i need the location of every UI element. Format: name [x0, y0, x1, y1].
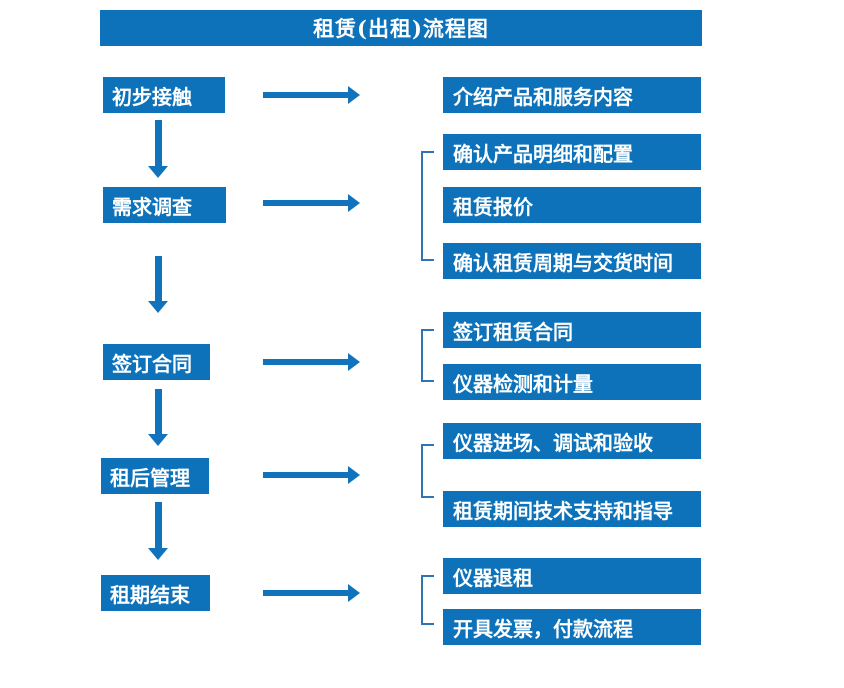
step-box-rental-end: 租期结束	[101, 575, 210, 611]
title-banner: 租赁(出租)流程图	[100, 10, 702, 46]
step-box-sign-contract: 签订合同	[103, 344, 210, 380]
page-title: 租赁(出租)流程图	[313, 16, 489, 41]
detail-box-sign-rental-contract: 签订租赁合同	[443, 312, 701, 348]
right-arrow-post-rental-management	[263, 466, 360, 484]
down-arrow-1	[148, 120, 169, 178]
bracket-demand-survey-group	[421, 151, 434, 261]
right-arrow-initial-contact	[263, 86, 360, 104]
down-arrow-2	[148, 256, 169, 313]
detail-box-confirm-cycle-delivery: 确认租赁周期与交货时间	[443, 243, 701, 279]
detail-box-instrument-entry-acceptance: 仪器进场、调试和验收	[443, 423, 701, 459]
bracket-sign-contract-group	[421, 329, 434, 382]
bracket-rental-end-group	[421, 575, 434, 625]
down-arrow-4	[148, 502, 169, 560]
detail-box-introduce-products: 介绍产品和服务内容	[443, 77, 701, 113]
step-box-initial-contact: 初步接触	[103, 77, 225, 113]
detail-box-invoice-payment: 开具发票，付款流程	[443, 609, 701, 645]
down-arrow-3	[148, 389, 169, 446]
detail-box-rental-quote: 租赁报价	[443, 187, 701, 223]
detail-box-instrument-return: 仪器退租	[443, 558, 701, 594]
right-arrow-rental-end	[263, 584, 360, 602]
right-arrow-demand-survey	[263, 194, 360, 212]
detail-box-confirm-product-config: 确认产品明细和配置	[443, 134, 701, 170]
step-box-post-rental-management: 租后管理	[101, 458, 209, 494]
step-box-demand-survey: 需求调查	[103, 187, 226, 223]
detail-box-instrument-testing: 仪器检测和计量	[443, 364, 701, 400]
bracket-post-rental-group	[421, 444, 434, 498]
right-arrow-sign-contract	[263, 353, 360, 371]
detail-box-tech-support: 租赁期间技术支持和指导	[443, 491, 701, 527]
